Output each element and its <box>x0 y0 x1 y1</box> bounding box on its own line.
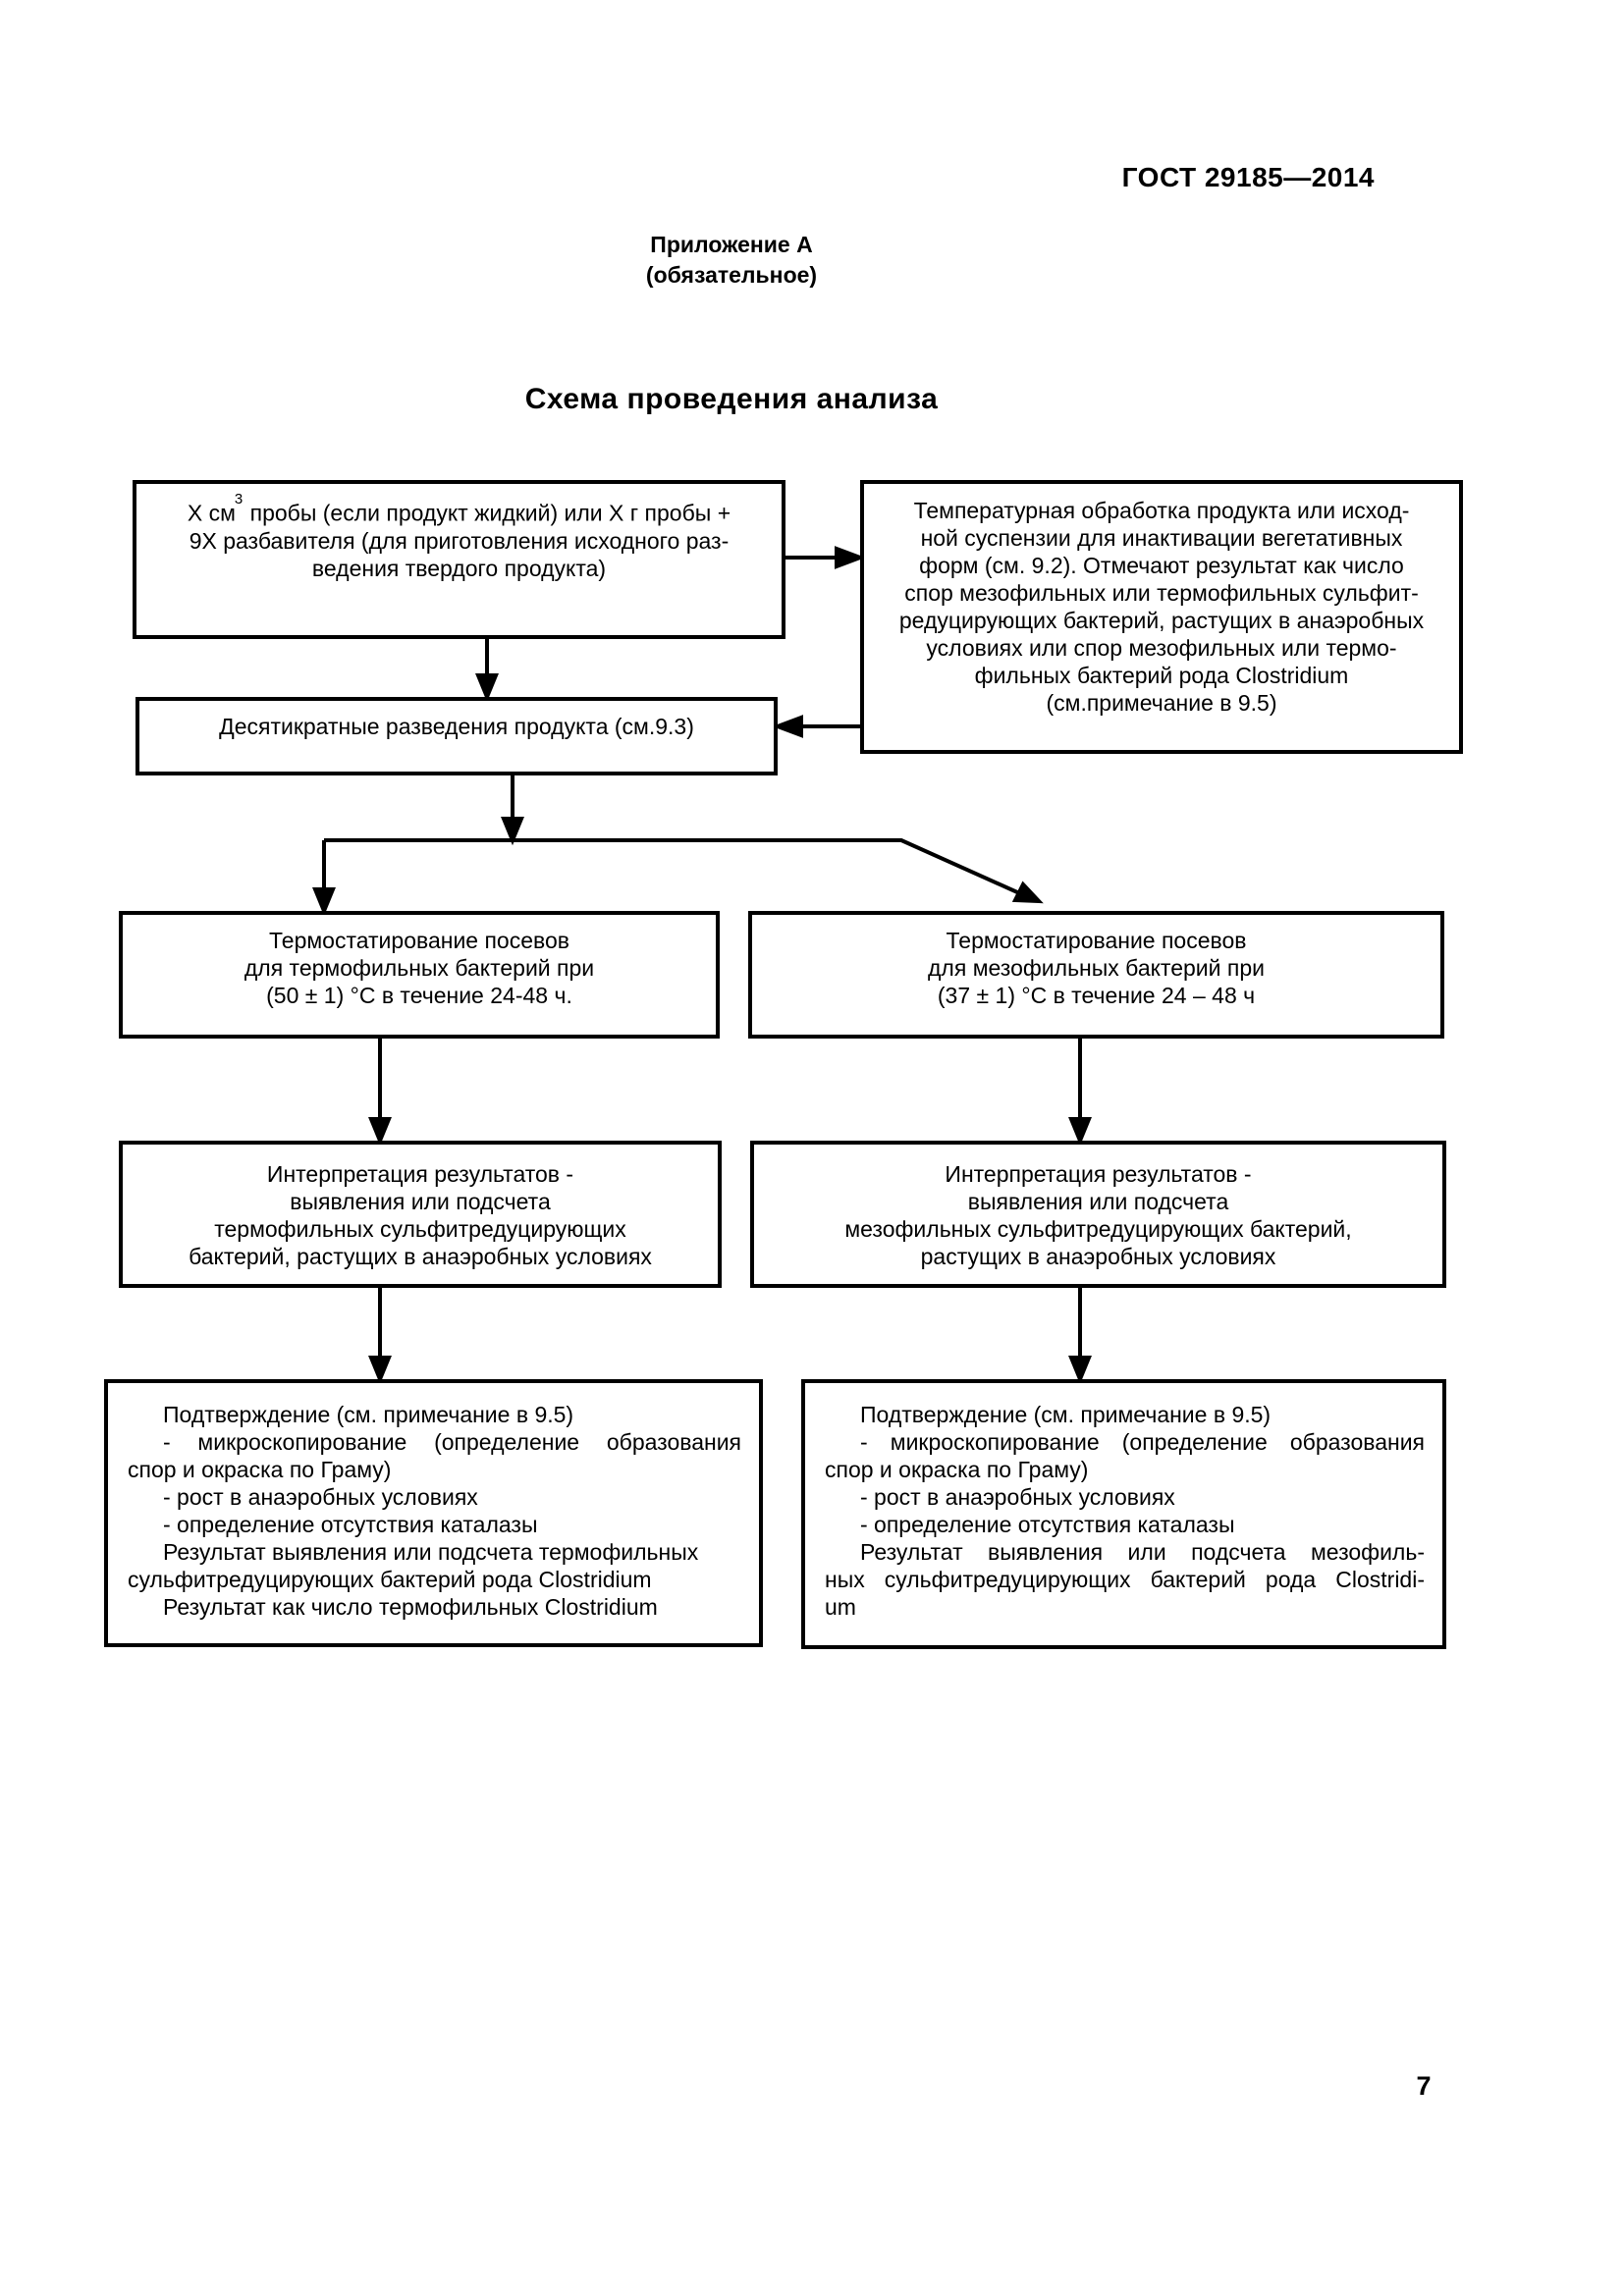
text-line: выявления или подсчета <box>967 1189 1229 1214</box>
text-line: Подтверждение (см. примечание в 9.5) <box>163 1402 574 1427</box>
flow-box-thermophilic-interpretation: Интерпретация результатов - выявления ил… <box>119 1141 722 1288</box>
flow-box-dilution: Десятикратные разведения продукта (см.9.… <box>135 697 778 775</box>
appendix-heading: Приложение А (обязательное) <box>0 230 1463 291</box>
text-line: растущих в анаэробных условиях <box>920 1244 1276 1269</box>
text-line: Термостатирование посевов <box>946 928 1247 953</box>
text-part: Х см <box>187 500 236 526</box>
text-line: - микроскопирование (определение образов… <box>163 1429 741 1455</box>
text-line: (50 ± 1) °С в течение 24-48 ч. <box>266 983 572 1008</box>
flow-box-mesophilic-incubation: Термостатирование посевов для мезофильны… <box>748 911 1444 1039</box>
text-line: - рост в анаэробных условиях <box>860 1484 1175 1510</box>
text-line: (37 ± 1) °С в течение 24 – 48 ч <box>937 983 1256 1008</box>
flow-box-sample: Х см3 пробы (если продукт жидкий) или Х … <box>133 480 785 639</box>
arrowhead-thermo-incubation-to-interpretation <box>368 1117 392 1147</box>
diagram-title: Схема проведения анализа <box>524 383 939 415</box>
text-line: um <box>825 1594 856 1620</box>
arrowhead-sample-to-heat <box>835 546 866 569</box>
text-line: Десятикратные разведения продукта (см.9.… <box>219 714 694 739</box>
arrowhead-meso-incubation-to-interpretation <box>1068 1117 1092 1147</box>
text-line: для мезофильных бактерий при <box>928 955 1265 981</box>
text-line: Результат как число термофильных Clostri… <box>163 1594 658 1620</box>
arrowhead-branch-to-thermophilic <box>312 887 336 917</box>
appendix-type: (обязательное) <box>645 262 818 288</box>
arrowhead-thermo-interpretation-to-confirmation <box>368 1356 392 1385</box>
doc-code: ГОСТ 29185—2014 <box>1121 162 1375 192</box>
text-line: спор и окраска по Граму) <box>128 1457 392 1482</box>
text-line: - рост в анаэробных условиях <box>163 1484 478 1510</box>
text-line: Интерпретация результатов - <box>945 1161 1252 1187</box>
text-line: спор мезофильных или термофильных сульфи… <box>904 580 1419 606</box>
arrowhead-heat-to-dilution <box>772 715 803 738</box>
text-line: для термофильных бактерий при <box>244 955 595 981</box>
text-line: Результат выявления или подсчета термофи… <box>163 1539 699 1565</box>
text-line: форм (см. 9.2). Отмечают результат как ч… <box>919 553 1404 578</box>
text-line: спор и окраска по Граму) <box>825 1457 1089 1482</box>
text-line: ной суспензии для инактивации вегетативн… <box>920 525 1403 551</box>
text-line: - микроскопирование (определение образов… <box>860 1429 1425 1455</box>
text-line: Результат выявления или подсчета мезофил… <box>860 1539 1425 1565</box>
text-line: - определение отсутствия каталазы <box>860 1512 1235 1537</box>
text-line: мезофильных сульфитредуцирующих бактерий… <box>844 1216 1352 1242</box>
text-line: фильных бактерий рода Clostridium <box>974 663 1349 688</box>
text-line: - определение отсутствия каталазы <box>163 1512 538 1537</box>
page-number: 7 <box>1416 2071 1432 2101</box>
text-line: ных сульфитредуцирующих бактерий рода Cl… <box>825 1567 1425 1592</box>
flow-box-thermophilic-incubation: Термостатирование посевов для термофильн… <box>119 911 720 1039</box>
superscript-3: 3 <box>234 491 244 507</box>
flow-box-thermophilic-confirmation: Подтверждение (см. примечание в 9.5) - м… <box>104 1379 763 1647</box>
branch-line <box>324 838 1027 898</box>
text-line: термофильных сульфитредуцирующих <box>214 1216 626 1242</box>
flow-box-heat-treatment: Температурная обработка продукта или исх… <box>860 480 1463 754</box>
text-line: бактерий, растущих в анаэробных условиях <box>189 1244 652 1269</box>
arrowhead-dilution-stem <box>501 817 524 846</box>
text-line: Интерпретация результатов - <box>266 1161 574 1187</box>
flow-box-mesophilic-interpretation: Интерпретация результатов - выявления ил… <box>750 1141 1446 1288</box>
text-line: 9Х разбавителя (для приготовления исходн… <box>189 527 730 554</box>
arrowhead-sample-to-dilution <box>475 673 499 703</box>
text-line: (см.примечание в 9.5) <box>1046 690 1277 716</box>
text-line: условиях или спор мезофильных или термо- <box>926 635 1397 661</box>
appendix-label: Приложение А <box>650 232 813 257</box>
flow-box-mesophilic-confirmation: Подтверждение (см. примечание в 9.5) - м… <box>801 1379 1446 1649</box>
text-line: Подтверждение (см. примечание в 9.5) <box>860 1402 1272 1427</box>
text-line: Х см3 пробы (если продукт жидкий) или Х … <box>136 491 782 527</box>
text-line: Температурная обработка продукта или исх… <box>913 498 1410 523</box>
arrowhead-meso-interpretation-to-confirmation <box>1068 1356 1092 1385</box>
text-part: пробы (если продукт жидкий) или Х г проб… <box>244 500 731 526</box>
text-line: выявления или подсчета <box>290 1189 551 1214</box>
arrowhead-branch-to-mesophilic <box>1011 881 1044 904</box>
text-line: редуцирующих бактерий, растущих в анаэро… <box>898 608 1425 633</box>
text-line: ведения твердого продукта) <box>311 555 607 581</box>
text-line: Термостатирование посевов <box>269 928 569 953</box>
text-line: сульфитредуцирующих бактерий рода Clostr… <box>128 1567 652 1592</box>
